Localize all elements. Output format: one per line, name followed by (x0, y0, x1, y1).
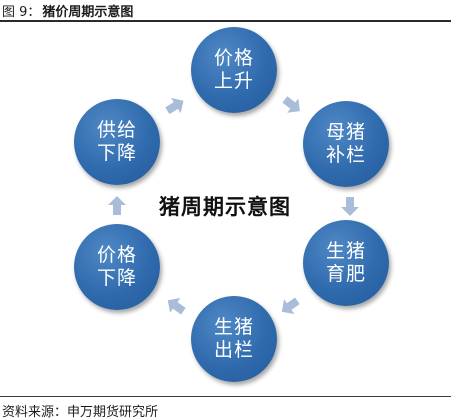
node-hog-slaughter-line2: 出栏 (213, 339, 254, 361)
arrow-up-icon (108, 196, 126, 215)
center-label: 猪周期示意图 (159, 195, 291, 219)
node-price-fall-line2: 下降 (96, 267, 137, 289)
node-hog-fattening-line1: 生猪 (325, 240, 366, 262)
node-hog-fattening: 生猪 育肥 (303, 220, 389, 306)
figure-title: 猪价周期示意图 (42, 4, 134, 20)
node-price-rise: 价格 上升 (191, 27, 277, 113)
node-price-rise-line1: 价格 (213, 47, 254, 69)
arrow-right-down-icon (282, 96, 300, 113)
arrow-right-up-icon (165, 97, 184, 115)
node-hog-fattening-line2: 育肥 (325, 263, 366, 285)
node-price-fall: 价格 下降 (74, 224, 160, 310)
node-sow-restock-line1: 母猪 (325, 121, 366, 143)
node-sow-restock-line2: 补栏 (325, 144, 366, 166)
node-supply-fall: 供给 下降 (74, 99, 160, 185)
figure-label: 图 9： (2, 4, 41, 20)
node-supply-fall-line2: 下降 (96, 142, 137, 164)
node-price-rise-line2: 上升 (213, 70, 254, 92)
figure-source: 资料来源：申万期货研究所 (0, 396, 451, 420)
node-price-fall-line1: 价格 (96, 244, 137, 266)
figure-header: 图 9： 猪价周期示意图 (0, 0, 451, 22)
arrow-down-icon (341, 197, 359, 216)
node-supply-fall-line1: 供给 (96, 119, 137, 141)
node-hog-slaughter: 生猪 出栏 (191, 296, 277, 382)
arrow-left-down-icon (281, 297, 300, 314)
node-sow-restock: 母猪 补栏 (303, 101, 389, 187)
node-hog-slaughter-line1: 生猪 (213, 316, 254, 338)
arrow-left-up-icon (167, 298, 186, 315)
